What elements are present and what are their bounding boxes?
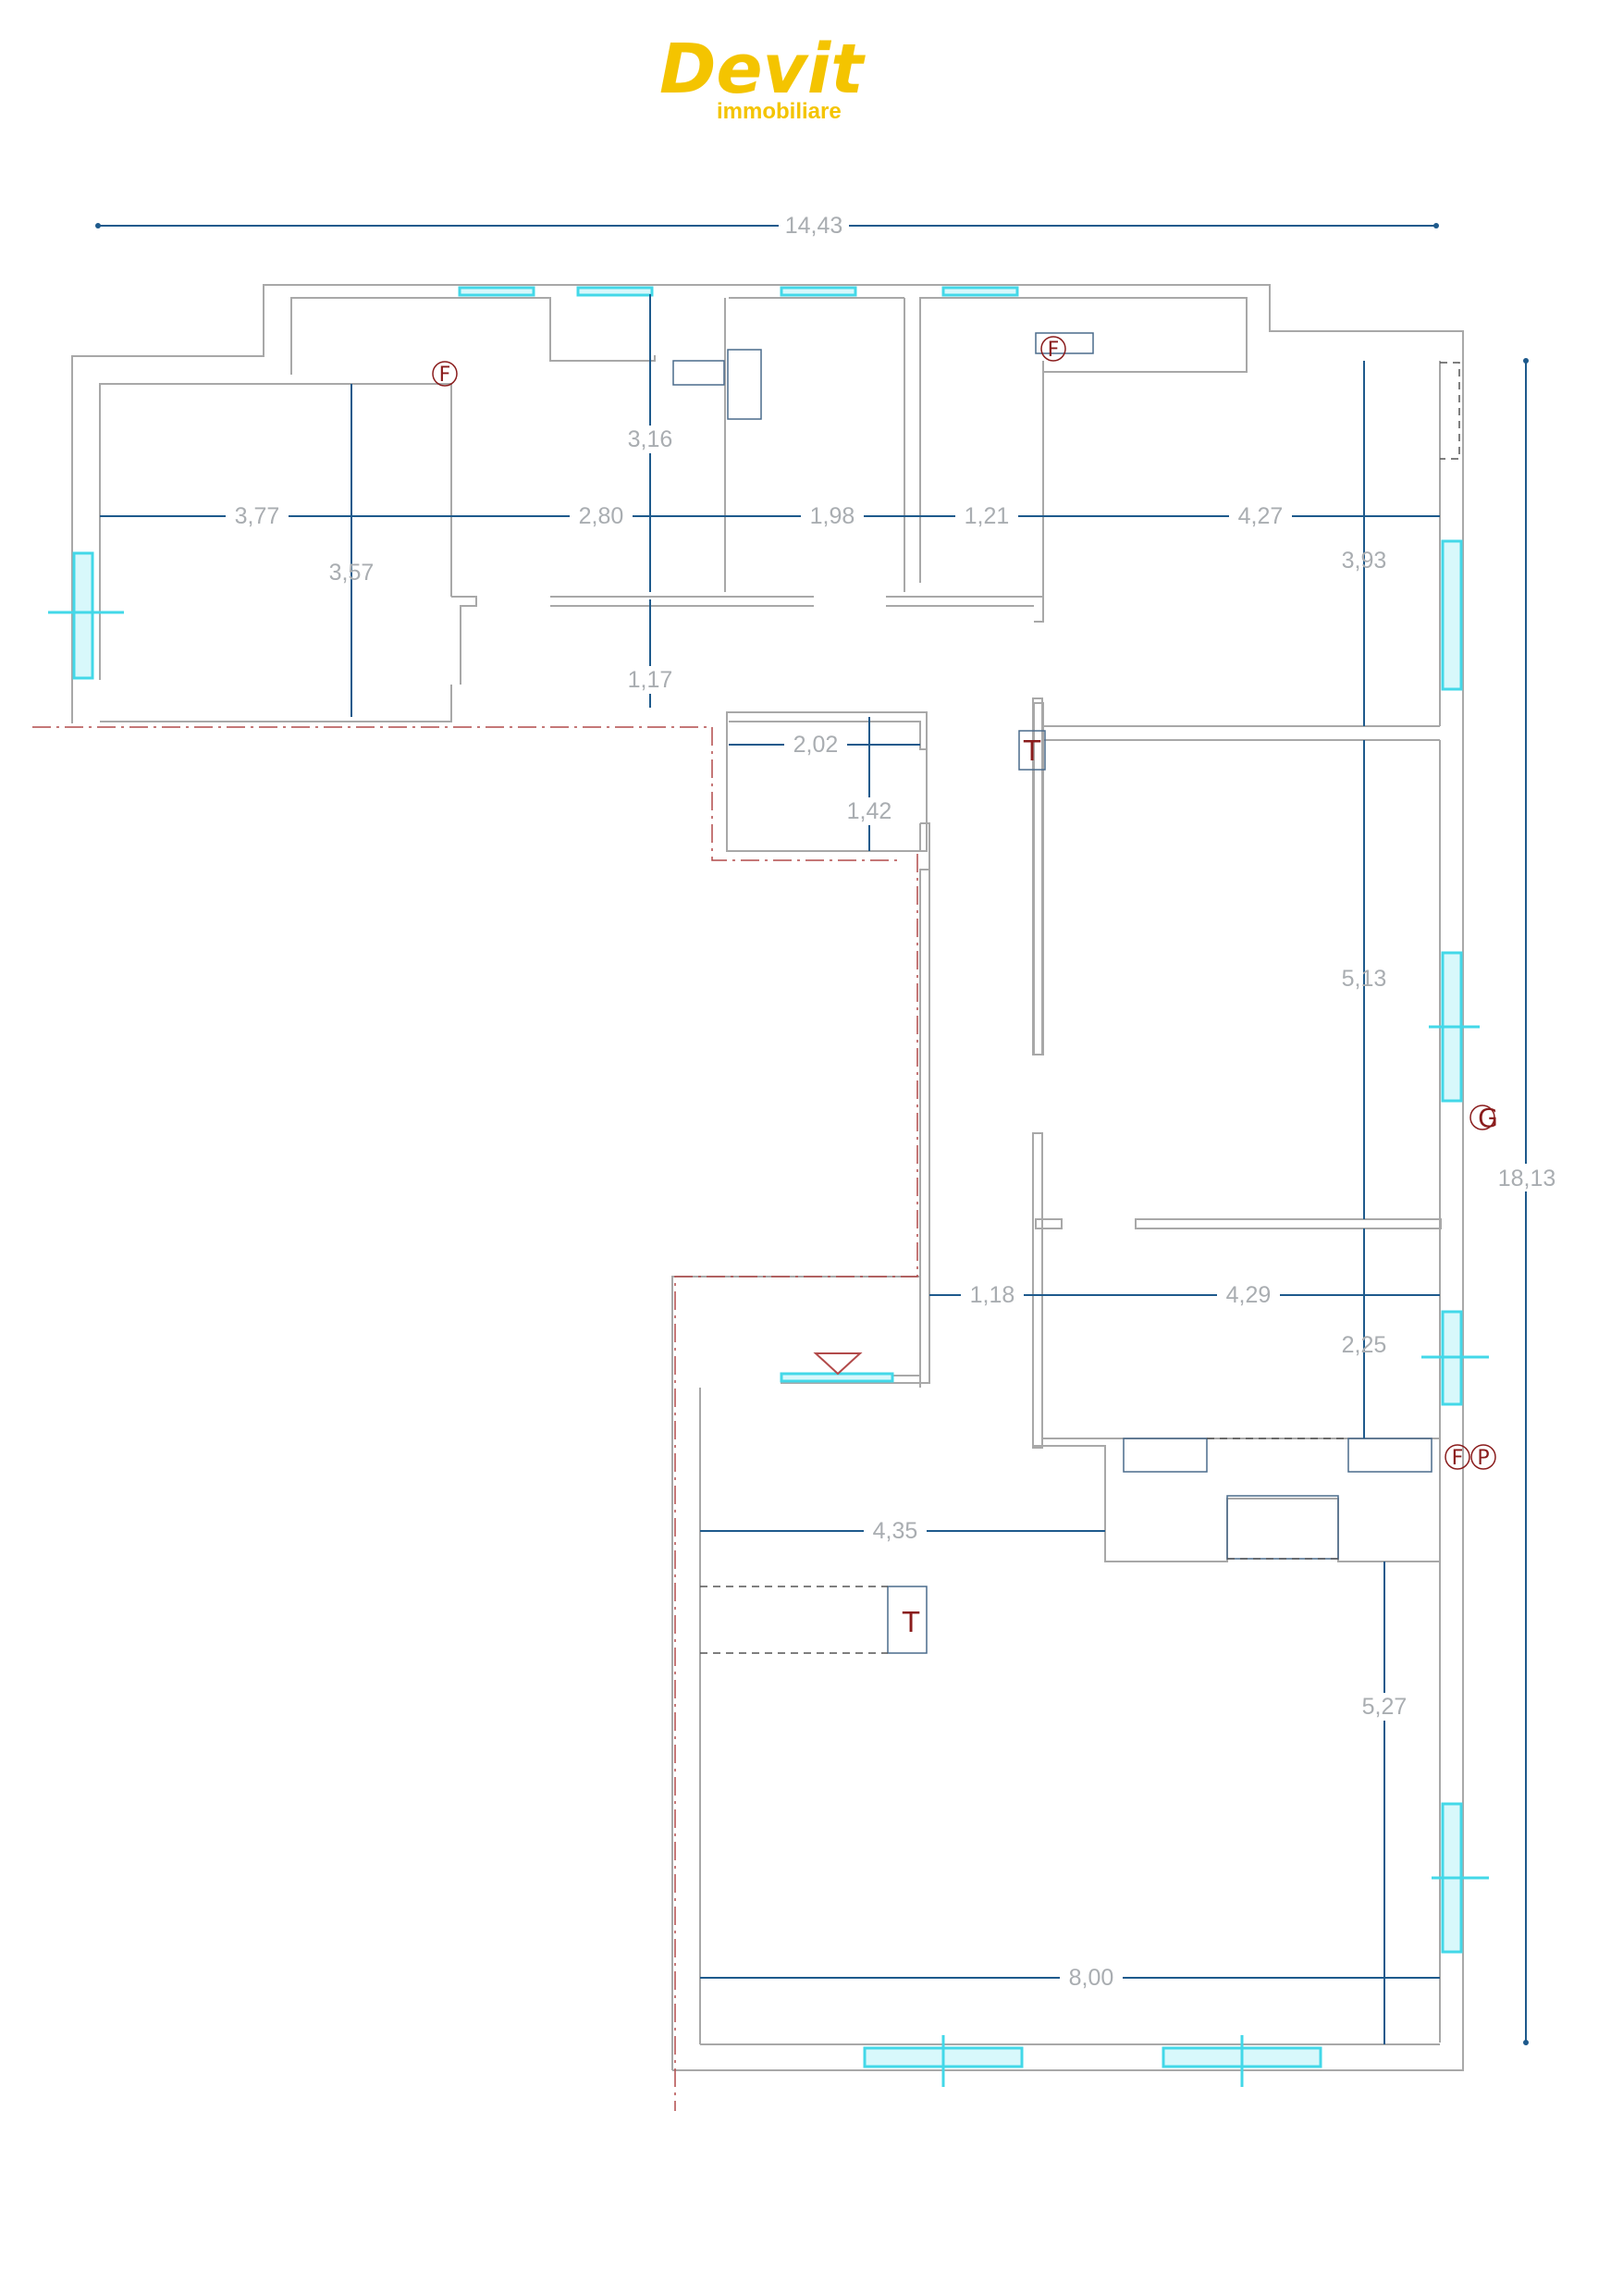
svg-text:T: T <box>902 1607 920 1639</box>
fixture-block-1 <box>1123 1438 1208 1473</box>
svg-text:P: P <box>1477 1447 1489 1470</box>
room-7-width: 4,29 <box>1226 1282 1272 1308</box>
room-2-width: 2,80 <box>579 503 624 529</box>
svg-text:F: F <box>1048 339 1060 362</box>
fixture-block-2 <box>1347 1438 1432 1473</box>
symbol-t-1: T <box>1023 735 1041 768</box>
logo-brand: Devit <box>659 30 866 109</box>
entrance-marker <box>813 1352 863 1376</box>
symbol-f-3: F <box>1445 1444 1470 1470</box>
small-room-width: 2,02 <box>793 732 839 758</box>
outer-walls <box>71 284 1464 2071</box>
symbol-f-2: F <box>1040 336 1066 362</box>
symbol-f-1: F <box>432 361 458 387</box>
boundary-lines <box>32 726 918 2111</box>
overall-height-dimension: 18,13 <box>1494 358 1560 2045</box>
living-width: 8,00 <box>1069 1965 1114 1991</box>
fixture-counter <box>727 349 762 420</box>
symbol-p: P <box>1470 1444 1496 1470</box>
room-6-depth: 5,13 <box>1342 966 1387 992</box>
hallway-depth: 1,17 <box>628 667 673 693</box>
room-5-depth: 3,93 <box>1342 548 1387 574</box>
symbol-g: G <box>1469 1103 1498 1133</box>
svg-text:T: T <box>1023 735 1041 768</box>
overall-width-label: 14,43 <box>785 213 843 239</box>
fixture-t-box-2 <box>1018 730 1046 771</box>
living-upper-width: 4,35 <box>873 1518 918 1544</box>
logo-tagline: immobiliare <box>717 99 842 124</box>
overall-width-dimension: 14,43 <box>95 211 1439 239</box>
passage-width: 1,18 <box>970 1282 1015 1308</box>
windows <box>48 286 1489 2087</box>
fixture-t-box <box>887 1586 928 1654</box>
svg-text:F: F <box>1452 1447 1464 1470</box>
living-depth: 5,27 <box>1362 1694 1408 1720</box>
room-2-depth: 3,16 <box>628 426 673 452</box>
fixture-block-3 <box>1226 1495 1339 1560</box>
svg-text:G: G <box>1478 1103 1498 1133</box>
room-3-width: 1,98 <box>810 503 855 529</box>
fixtures <box>672 332 1432 1654</box>
room-4-width: 1,21 <box>965 503 1010 529</box>
small-room-depth: 1,42 <box>847 798 892 824</box>
svg-text:F: F <box>439 364 451 387</box>
room-dimension-lines <box>100 294 1440 2044</box>
fixture-sink <box>672 360 725 386</box>
room-7-depth: 2,25 <box>1342 1332 1387 1358</box>
room-1-depth: 3,57 <box>329 560 375 586</box>
overall-height-label: 18,13 <box>1498 1166 1556 1191</box>
symbol-t-2: T <box>902 1607 920 1639</box>
room-1-width: 3,77 <box>235 503 280 529</box>
room-5-width: 4,27 <box>1238 503 1284 529</box>
dimension-labels: 3,77 3,57 2,80 3,16 1,98 1,21 4,27 3,93 … <box>226 426 1416 1992</box>
dashed-lines <box>700 362 1460 1654</box>
plan-symbols: F F T G F P T <box>432 336 1498 1639</box>
devit-logo: Devit immobiliare <box>659 30 866 124</box>
